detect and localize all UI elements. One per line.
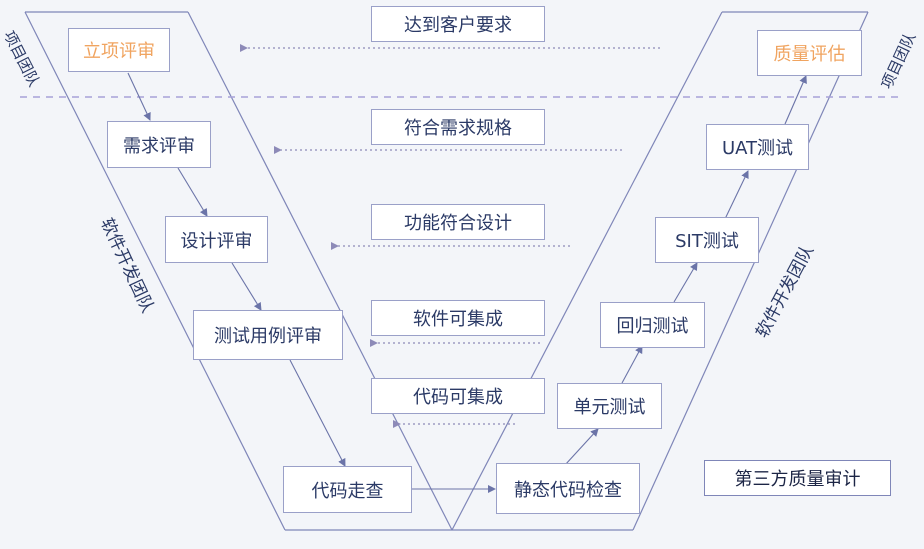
third-party-audit-box: 第三方质量审计 [704,460,891,496]
static-code-check-box: 静态代码检查 [496,463,640,514]
unit-test-box: 单元测试 [557,383,662,429]
design-review-box: 设计评审 [165,216,268,263]
testcase-review-box: 测试用例评审 [193,310,343,360]
goal-software-integrable: 软件可集成 [371,300,545,336]
v-outline [24,11,869,531]
goal-function-design: 功能符合设计 [371,204,545,240]
flow-arrows [127,72,807,493]
goal-requirement-spec: 符合需求规格 [371,109,545,145]
requirement-review-box: 需求评审 [107,121,211,168]
sit-test-box: SIT测试 [655,217,759,263]
initiation-review-box: 立项评审 [68,28,170,72]
regression-test-box: 回归测试 [600,302,705,348]
goal-code-integrable: 代码可集成 [371,378,545,414]
code-walkthrough-box: 代码走查 [283,466,412,513]
goal-customer-requirement: 达到客户要求 [371,6,545,42]
uat-test-box: UAT测试 [706,124,809,170]
quality-evaluation-box: 质量评估 [757,30,862,76]
goal-arrows [240,44,660,428]
